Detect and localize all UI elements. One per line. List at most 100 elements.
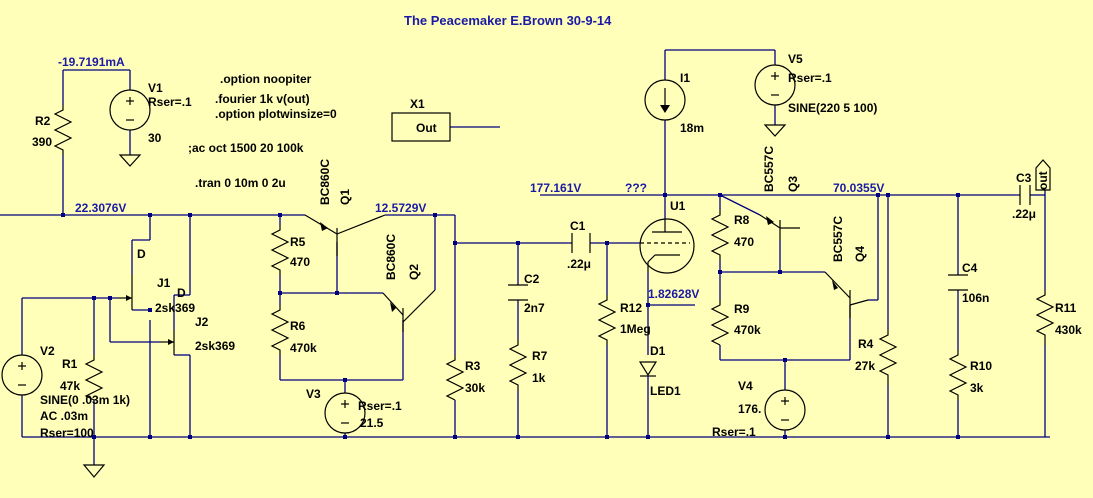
voltage-source-v4-symbol	[764, 389, 806, 431]
r3-value: 30k	[465, 381, 485, 395]
probe-v-plate: 177.161V	[530, 181, 581, 195]
probe-i-r2: -19.7191mA	[58, 55, 125, 69]
net-label-out: out	[1036, 171, 1050, 190]
jfet-j2-symbol	[160, 330, 175, 355]
voltage-source-v2-symbol	[1, 354, 43, 396]
c3-name: C3	[1016, 171, 1032, 185]
v5-name: V5	[788, 52, 803, 66]
r11-name: R11	[1055, 301, 1077, 315]
v3-value: 21.5	[360, 416, 384, 430]
x1-name: X1	[410, 97, 425, 111]
d1-name: D1	[650, 344, 666, 358]
r1-name: R1	[62, 357, 78, 371]
r4-name: R4	[858, 337, 874, 351]
probe-v-q3: 70.0355V	[833, 181, 884, 195]
capacitor-c1-symbol	[571, 233, 591, 253]
vacuum-tube-u1-symbol	[639, 218, 695, 274]
u1-name: U1	[670, 199, 686, 213]
junctions	[61, 193, 960, 439]
probe-v-cathode: 1.82628V	[648, 287, 699, 301]
voltage-source-v3-symbol	[324, 392, 366, 434]
q2-name: Q2	[407, 264, 421, 280]
capacitor-c4-symbol	[948, 274, 968, 291]
probe-v-rail: 22.3076V	[75, 201, 126, 215]
subcircuit-x1-box	[391, 112, 451, 142]
directive-fourier: .fourier 1k v(out)	[215, 92, 310, 106]
net-label-out-flag	[1035, 159, 1051, 191]
v3-rser: Rser=.1	[358, 399, 402, 413]
resistor-r12-symbol	[597, 295, 617, 345]
r11-value: 430k	[1055, 323, 1082, 337]
probe-v-q1: 12.5729V	[375, 201, 426, 215]
r5-name: R5	[290, 235, 306, 249]
v4-rser: Rser=.1	[712, 425, 756, 439]
v3-name: V3	[306, 387, 321, 401]
resistor-r8-symbol	[710, 210, 730, 260]
probe-v-unknown: ???	[625, 181, 647, 195]
v2-rser: Rser=100	[40, 426, 94, 440]
r9-value: 470k	[734, 323, 761, 337]
v5-value: SINE(220 5 100)	[788, 101, 877, 115]
j1-model: 2sk369	[155, 301, 195, 315]
r10-value: 3k	[970, 381, 984, 395]
q3-model: BC557C	[762, 146, 776, 192]
v1-value: 30	[148, 131, 162, 145]
q2-model: BC860C	[384, 234, 398, 280]
transistor-q1-symbol	[304, 214, 386, 256]
r6-value: 470k	[290, 341, 317, 355]
resistor-r1-symbol	[84, 355, 104, 401]
q3-name: Q3	[786, 176, 800, 192]
resistor-r9-symbol	[710, 300, 730, 346]
capacitor-c3-symbol	[1019, 185, 1031, 205]
resistor-r10-symbol	[948, 350, 968, 400]
r7-name: R7	[532, 349, 548, 363]
directive-noopiter: .option noopiter	[220, 72, 312, 86]
j1-pin: D	[137, 247, 146, 261]
c3-value: .22μ	[1012, 207, 1036, 221]
q1-name: Q1	[338, 189, 352, 205]
v2-ac: AC .03m	[40, 409, 88, 423]
voltage-source-v5-symbol	[754, 64, 796, 137]
v5-rser: Rser=.1	[788, 71, 832, 85]
resistor-r3-symbol	[445, 355, 465, 401]
v4-value: 176.	[738, 402, 761, 416]
d1-model: LED1	[650, 384, 681, 398]
wires	[0, 49, 1050, 465]
current-source-i1-symbol	[644, 79, 686, 121]
resistor-r7-symbol	[508, 340, 528, 390]
resistor-r11-symbol	[1035, 290, 1055, 345]
c4-value: 106n	[962, 291, 989, 305]
j2-model: 2sk369	[195, 339, 235, 353]
q4-model: BC557C	[831, 216, 845, 262]
r8-value: 470	[734, 235, 754, 249]
transistor-q2-symbol	[382, 289, 436, 332]
directive-tran: .tran 0 10m 0 2u	[195, 176, 286, 190]
r9-name: R9	[734, 302, 750, 316]
r3-name: R3	[465, 359, 481, 373]
c2-value: 2n7	[524, 301, 545, 315]
c2-name: C2	[524, 272, 540, 286]
r5-value: 470	[290, 255, 310, 269]
resistor-r6-symbol	[270, 305, 290, 355]
v1-rser: Rser=.1	[148, 95, 192, 109]
transistor-q4-symbol	[824, 271, 869, 318]
resistor-r4-symbol	[878, 330, 898, 385]
v2-sine: SINE(0 .03m 1k)	[40, 393, 130, 407]
r12-name: R12	[620, 301, 642, 315]
r4-value: 27k	[855, 359, 875, 373]
resistor-r5-symbol	[270, 225, 290, 275]
j2-name: J2	[195, 315, 209, 329]
i1-value: 18m	[680, 121, 704, 135]
diagram-title: The Peacemaker E.Brown 30-9-14	[404, 13, 612, 28]
ground-symbol	[82, 464, 106, 478]
directive-plotwinsize: .option plotwinsize=0	[215, 107, 337, 121]
v4-name: V4	[738, 379, 753, 393]
r2-value: 390	[32, 135, 52, 149]
transistor-q3-symbol	[759, 214, 800, 240]
i1-name: I1	[680, 71, 690, 85]
capacitor-c2-symbol	[508, 284, 528, 301]
c1-name: C1	[570, 219, 586, 233]
r8-name: R8	[734, 213, 750, 227]
q4-name: Q4	[853, 246, 867, 262]
